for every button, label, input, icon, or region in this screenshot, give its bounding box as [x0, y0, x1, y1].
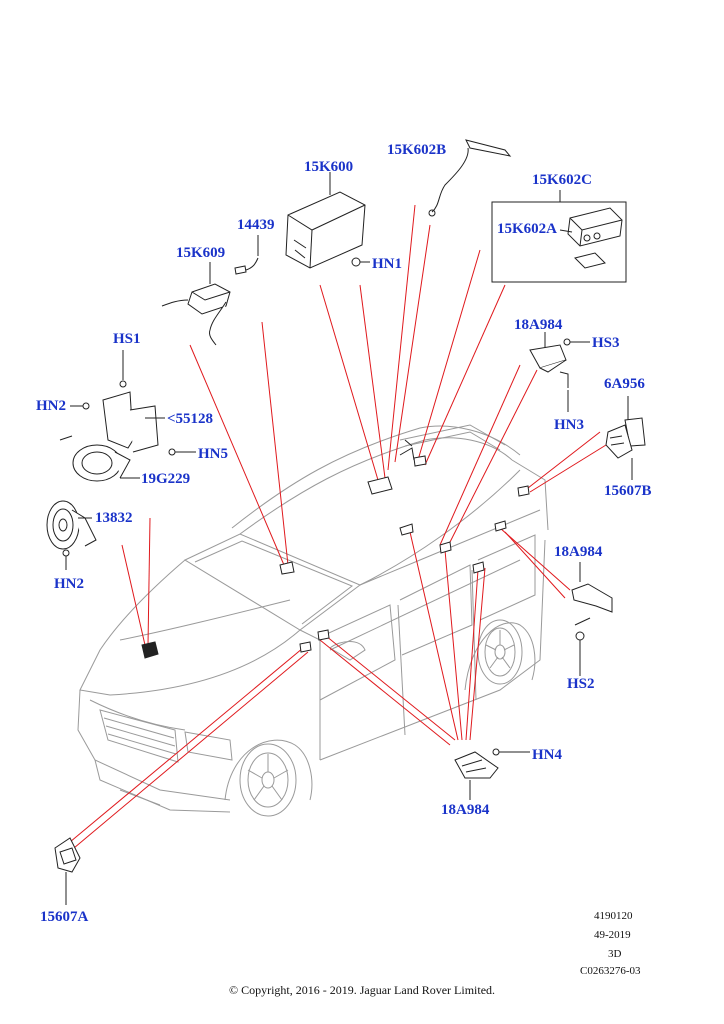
sensor-15607A[interactable]	[54, 837, 81, 905]
horn-19G229[interactable]	[72, 444, 140, 482]
front-wheel	[239, 743, 297, 817]
module-15K602A[interactable]	[559, 207, 623, 269]
copyright: © Copyright, 2016 - 2019. Jaguar Land Ro…	[228, 983, 496, 997]
ref-code-3: 3D	[608, 948, 622, 960]
bracket-18A984-right[interactable]	[571, 562, 613, 676]
kit-box-15K602C	[491, 201, 627, 283]
cover-6A956[interactable]	[624, 396, 646, 447]
bolt-HN1[interactable]	[351, 257, 370, 267]
label-13832[interactable]: 13832	[95, 510, 133, 526]
label-15K600[interactable]: 15K600	[304, 159, 354, 175]
label-HN1[interactable]: HN1	[372, 256, 402, 272]
label-HS2[interactable]: HS2	[567, 676, 595, 692]
component-hood[interactable]	[141, 641, 159, 659]
antenna-15K602B[interactable]	[428, 139, 512, 217]
sensor-15607B[interactable]	[605, 424, 633, 480]
connector-14439[interactable]	[234, 235, 259, 275]
rear-wheel	[477, 619, 523, 685]
bracket-18A984-top[interactable]	[529, 332, 590, 412]
label-HS1[interactable]: HS1	[113, 331, 141, 347]
label-18A984-top[interactable]: 18A984	[514, 317, 563, 333]
ref-code-2: 49-2019	[594, 929, 631, 941]
roof-parts[interactable]	[279, 439, 530, 653]
label-15607B[interactable]: 15607B	[604, 483, 652, 499]
label-6A956[interactable]: 6A956	[604, 376, 645, 392]
label-18A984-bottom[interactable]: 18A984	[441, 802, 490, 818]
leader-lines	[69, 204, 607, 849]
label-HN3[interactable]: HN3	[554, 417, 584, 433]
bracket-18A984-bottom[interactable]	[454, 748, 530, 800]
label-HN2-top[interactable]: HN2	[36, 398, 66, 414]
label-HN4[interactable]: HN4	[532, 747, 562, 763]
label-HS3[interactable]: HS3	[592, 335, 620, 351]
label-14439[interactable]: 14439	[237, 217, 275, 233]
label-19G229[interactable]: 19G229	[141, 471, 191, 487]
module-15K600[interactable]	[285, 172, 366, 269]
label-15K609[interactable]: 15K609	[176, 245, 226, 261]
label-15K602B[interactable]: 15K602B	[387, 142, 447, 158]
label-HN5[interactable]: HN5	[198, 446, 228, 462]
label-18A984-right[interactable]: 18A984	[554, 544, 603, 560]
label-HN2-bottom[interactable]: HN2	[54, 576, 84, 592]
module-15K609[interactable]	[161, 262, 231, 346]
roof-rails	[399, 424, 506, 451]
label-15607A[interactable]: 15607A	[40, 909, 89, 925]
ref-code-4: C0263276-03	[580, 965, 641, 977]
horn-13832[interactable]	[46, 500, 97, 570]
ref-code-1: 4190120	[594, 910, 633, 922]
label-15K602C[interactable]: 15K602C	[532, 172, 592, 188]
label-15K602A[interactable]: 15K602A	[497, 221, 557, 237]
label-55128[interactable]: <55128	[167, 411, 214, 427]
bracket-55128[interactable]	[59, 350, 196, 456]
